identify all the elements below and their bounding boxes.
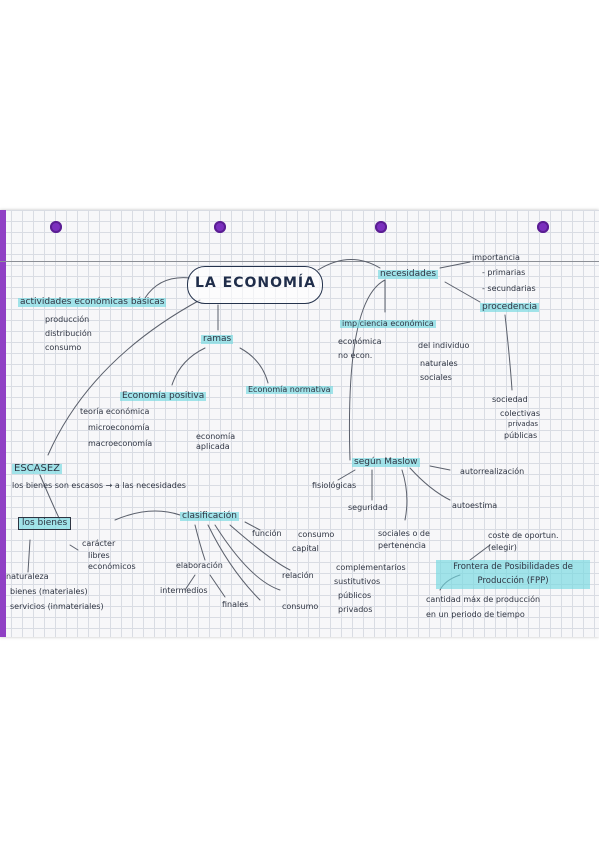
- page-title: LA ECONOMÍA: [195, 275, 316, 291]
- node-colectivas: colectivas: [500, 409, 540, 418]
- node-intermedios: intermedios: [160, 586, 208, 595]
- node-escasez-def: los bienes son escasos → a las necesidad…: [12, 481, 186, 490]
- node-fisiologicas: fisiológicas: [312, 481, 357, 490]
- node-privadas: privadas: [508, 420, 539, 428]
- node-capital: capital: [292, 544, 319, 553]
- node-de-consumo: consumo: [298, 530, 335, 539]
- node-frontera-def1: cantidad máx de producción: [426, 595, 541, 604]
- node-sociedad: sociedad: [492, 395, 528, 404]
- node-economicos: económicos: [88, 562, 136, 571]
- node-economica: económica: [338, 337, 382, 346]
- node-privados: privados: [338, 605, 373, 614]
- node-los-bienes: los bienes: [18, 517, 72, 530]
- node-consumo: consumo: [45, 343, 82, 352]
- title-cloud-outline: [187, 266, 323, 304]
- node-ramas: ramas: [201, 334, 234, 344]
- node-secundarias: - secundarias: [482, 284, 536, 293]
- node-economia-positiva: Economía positiva: [120, 391, 207, 401]
- node-escasez: ESCASEZ: [12, 463, 63, 474]
- node-publicas: públicas: [504, 431, 538, 440]
- node-economia-aplicada: economía aplicada: [196, 432, 236, 452]
- node-distribucion: distribución: [45, 329, 92, 338]
- node-seguridad: seguridad: [348, 503, 388, 512]
- page-top-rule: [0, 261, 599, 262]
- node-imp-ciencia: imp ciencia económica: [340, 319, 436, 328]
- node-sustitutivos: sustitutivos: [334, 577, 381, 586]
- node-frontera-def2: en un periodo de tiempo: [426, 610, 525, 619]
- punch-hole: [214, 221, 226, 233]
- node-consumo-tipo: consumo: [282, 602, 319, 611]
- node-frontera: Frontera de Posibilidades de Producción …: [436, 560, 590, 589]
- node-segun-maslow: según Maslow: [352, 457, 420, 467]
- node-macroeconomia: macroeconomía: [88, 439, 153, 448]
- punch-hole: [50, 221, 62, 233]
- node-funcion: función: [252, 529, 282, 538]
- node-servicios-inmateriales: servicios (inmateriales): [10, 602, 104, 611]
- node-libres: libres: [88, 551, 110, 560]
- node-autoestima: autoestima: [452, 501, 498, 510]
- node-produccion: producción: [45, 315, 90, 324]
- node-caracter: carácter: [82, 539, 116, 548]
- node-sociales-pertenencia: sociales o de pertenencia: [378, 529, 430, 550]
- node-microeconomia: microeconomía: [88, 423, 150, 432]
- node-teoria-economica: teoría económica: [80, 407, 150, 416]
- punch-hole: [537, 221, 549, 233]
- node-actividades: actividades económicas básicas: [18, 297, 167, 307]
- node-procedencia: procedencia: [480, 302, 540, 312]
- node-coste-oportunidad: coste de oportun. (elegir): [488, 531, 559, 552]
- node-del-individuo: del individuo: [418, 341, 470, 350]
- node-complementarios: complementarios: [336, 563, 406, 572]
- node-naturaleza: naturaleza: [6, 572, 49, 581]
- node-necesidades: necesidades: [378, 269, 439, 279]
- node-bienes-materiales: bienes (materiales): [10, 587, 88, 596]
- node-relacion: relación: [282, 571, 314, 580]
- page-binding-edge: [0, 210, 6, 637]
- node-no-econ: no econ.: [338, 351, 373, 360]
- node-elaboracion: elaboración: [176, 561, 223, 570]
- node-clasificacion: clasificación: [180, 511, 239, 521]
- node-importancia: importancia: [472, 253, 520, 262]
- node-primarias: - primarias: [482, 268, 526, 277]
- node-autorrealizacion: autorrealización: [460, 467, 525, 476]
- node-economia-normativa: Economía normativa: [246, 385, 333, 394]
- node-publicos: públicos: [338, 591, 372, 600]
- node-finales: finales: [222, 600, 249, 609]
- node-naturales: naturales: [420, 359, 458, 368]
- punch-hole: [375, 221, 387, 233]
- node-sociales: sociales: [420, 373, 452, 382]
